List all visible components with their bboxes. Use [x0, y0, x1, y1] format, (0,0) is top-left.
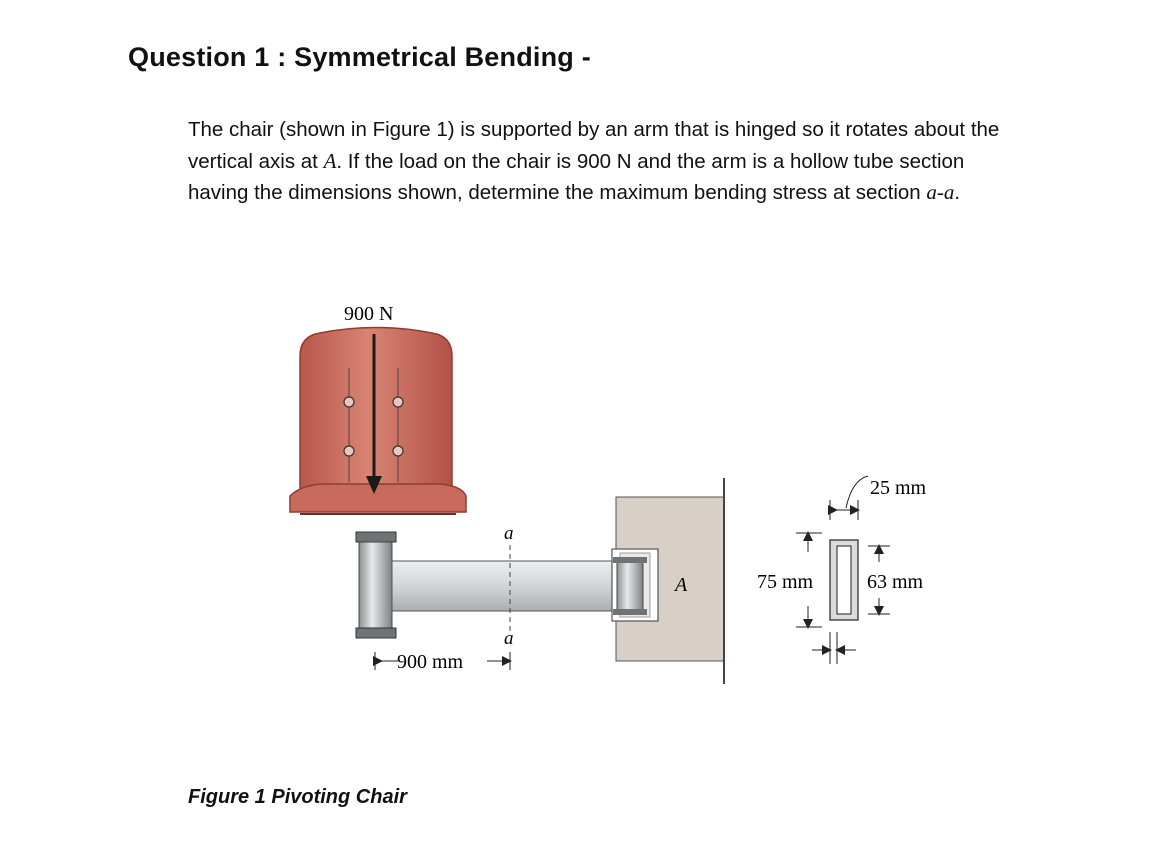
width-label: 25 mm — [870, 477, 927, 499]
span-dimension — [373, 652, 512, 670]
thickness-label: 12 mm — [878, 642, 935, 664]
bolt-holes — [343, 368, 404, 482]
hinge-pin — [613, 557, 647, 615]
chair-seat — [289, 326, 467, 515]
figure-caption: Figure 1 Pivoting Chair — [188, 786, 407, 808]
section-label: a-a — [926, 180, 955, 204]
section-label-bottom: a — [504, 628, 514, 649]
section-label-top: a — [504, 523, 514, 544]
inner-height-dimension — [868, 544, 890, 616]
width-dimension — [828, 475, 869, 520]
problem-text-1: The chair (shown in Figure 1) is support… — [188, 118, 1000, 173]
tube-cross-section — [829, 539, 859, 621]
problem-text-3: . — [954, 181, 961, 204]
load-label: 900 N — [344, 303, 393, 325]
problem-text-2: . If the load on the chair is 900 N and … — [188, 149, 965, 205]
outer-height-label: 75 mm — [757, 571, 814, 593]
span-label: 900 mm — [397, 651, 464, 673]
inner-height-label: 63 mm — [867, 571, 924, 593]
thickness-dimension — [812, 632, 856, 664]
load-arrowhead — [366, 476, 382, 494]
support-arm — [391, 560, 625, 612]
problem-statement: The chair (shown in Figure 1) is support… — [188, 114, 1028, 209]
chair-post — [355, 531, 397, 639]
outer-height-dimension — [796, 531, 822, 629]
point-a-label: A — [323, 148, 337, 173]
hinge-label: A — [673, 574, 688, 596]
question-title: Question 1 : Symmetrical Bending - — [128, 42, 591, 72]
